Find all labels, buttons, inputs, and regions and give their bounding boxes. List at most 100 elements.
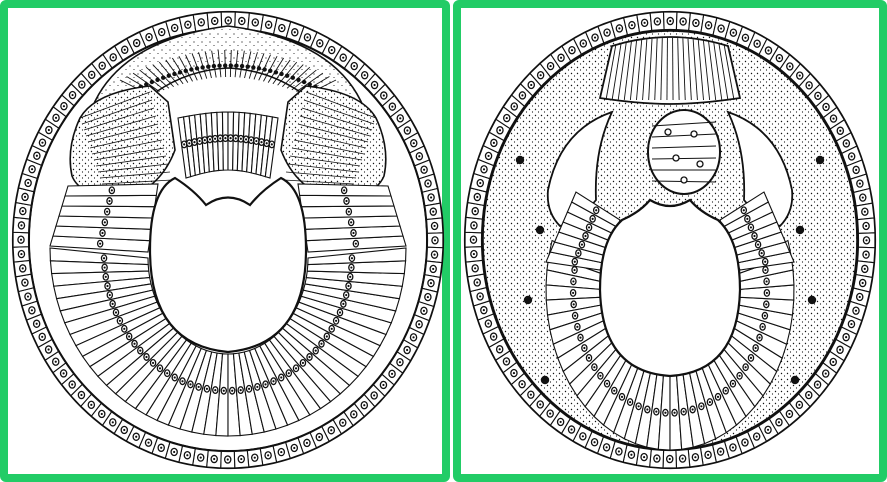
left-ectoderm-nucleolus xyxy=(433,254,435,256)
right-mesoderm-nucleus xyxy=(524,296,532,304)
right-ectoderm-nucleolus xyxy=(720,451,722,453)
left-top-arch-nucleus xyxy=(268,69,272,73)
left-ectoderm-nucleolus xyxy=(373,394,375,396)
left-gut-nucleolus xyxy=(166,372,168,374)
left-gut-nucleolus xyxy=(145,356,147,358)
left-gut-nucleolus xyxy=(123,328,125,330)
left-gut-nucleolus xyxy=(335,320,337,322)
left-gut-nucleolus xyxy=(106,285,108,287)
left-central-plate-nucleolus xyxy=(260,141,262,143)
right-gut-lumen xyxy=(600,200,740,376)
right-gut-nucleolus xyxy=(750,357,752,359)
left-top-arch-nucleus xyxy=(178,70,182,74)
left-ectoderm-nucleolus xyxy=(330,429,332,431)
left-top-arch-nucleus xyxy=(167,74,171,78)
right-notochord-nucleus xyxy=(697,161,703,167)
right-gut-upper-right-nucleolus xyxy=(750,226,752,228)
right-ectoderm-nucleolus xyxy=(855,169,857,171)
right-gut-nucleolus xyxy=(732,383,734,385)
right-gut-upper-right-nucleolus xyxy=(746,218,748,220)
left-top-arch-nucleus xyxy=(296,78,300,82)
right-ectoderm-nucleolus xyxy=(593,441,595,443)
right-notochord-nucleus xyxy=(691,131,697,137)
right-ectoderm-nucleolus xyxy=(808,84,810,86)
left-ectoderm-nucleolus xyxy=(20,224,22,226)
left-top-arch-nucleus xyxy=(285,74,289,78)
right-ectoderm-nucleolus xyxy=(825,106,827,108)
right-gut-nucleolus xyxy=(646,408,648,410)
left-panel xyxy=(4,4,446,478)
left-gut-upper-right-nucleolus xyxy=(350,221,352,223)
left-gut-nucleolus xyxy=(214,389,216,391)
left-ectoderm-nucleolus xyxy=(399,117,401,119)
left-central-plate-nucleolus xyxy=(193,141,195,143)
right-ectoderm-nucleolus xyxy=(476,281,478,283)
right-ectoderm-nucleolus xyxy=(530,394,532,396)
left-ectoderm-nucleolus xyxy=(55,117,57,119)
left-gut-nucleolus xyxy=(139,349,141,351)
right-ectoderm-nucleolus xyxy=(708,24,710,26)
right-ectoderm-nucleolus xyxy=(862,282,864,284)
right-ectoderm-nucleolus xyxy=(865,254,867,256)
left-ectoderm-nucleolus xyxy=(36,323,38,325)
right-ectoderm-nucleolus xyxy=(505,360,507,362)
left-gut-nucleolus xyxy=(103,257,105,259)
left-ectoderm-nucleolus xyxy=(48,129,50,131)
right-ectoderm-nucleolus xyxy=(487,155,489,157)
left-ectoderm-nucleolus xyxy=(240,458,242,460)
right-ectoderm-nucleolus xyxy=(473,253,475,255)
left-ectoderm-nucleolus xyxy=(318,436,320,438)
left-ectoderm-nucleolus xyxy=(124,49,126,51)
right-notochord-nucleus xyxy=(673,155,679,161)
right-ectoderm-nucleolus xyxy=(825,372,827,374)
left-ectoderm-nucleolus xyxy=(254,457,256,459)
right-ectoderm-nucleolus xyxy=(499,129,501,131)
right-ectoderm-nucleolus xyxy=(521,383,523,385)
left-ectoderm-nucleolus xyxy=(241,20,243,22)
right-gut-nucleolus xyxy=(764,315,766,317)
right-neural-tube xyxy=(600,37,740,104)
left-top-arch-nucleus xyxy=(246,64,250,68)
left-ectoderm-nucleolus xyxy=(391,373,393,375)
left-gut-upper-left-nucleolus xyxy=(101,232,103,234)
left-ectoderm-nucleolus xyxy=(406,129,408,131)
left-top-arch-nucleus xyxy=(279,72,283,76)
right-ectoderm-nucleolus xyxy=(767,49,769,51)
left-central-plate-nucleolus xyxy=(271,143,273,145)
right-ectoderm-nucleolus xyxy=(756,435,758,437)
right-ectoderm-nucleolus xyxy=(493,336,495,338)
left-ectoderm-nucleolus xyxy=(27,295,29,297)
left-ectoderm-nucleolus xyxy=(373,84,375,86)
left-gut-nucleolus xyxy=(295,367,297,369)
left-gut-nucleolus xyxy=(206,388,208,390)
right-ectoderm-nucleolus xyxy=(560,421,562,423)
left-top-arch-nucleus xyxy=(212,64,216,68)
right-ectoderm-nucleolus xyxy=(744,441,746,443)
right-ectoderm-nucleolus xyxy=(756,43,758,45)
right-gut-nucleolus xyxy=(766,292,768,294)
left-ectoderm-nucleolus xyxy=(293,447,295,449)
right-gut-upper-left-nucleolus xyxy=(584,235,586,237)
left-central-plate-nucleolus xyxy=(209,138,211,140)
right-gut-nucleolus xyxy=(593,366,595,368)
right-ectoderm-nucleolus xyxy=(570,428,572,430)
left-ectoderm-nucleolus xyxy=(353,65,355,67)
right-gut-nucleolus xyxy=(709,401,711,403)
right-ectoderm-nucleolus xyxy=(513,372,515,374)
left-gut-nucleolus xyxy=(349,276,351,278)
left-ectoderm-nucleolus xyxy=(433,225,435,227)
left-ectoderm-nucleolus xyxy=(81,84,83,86)
left-gut-upper-left-nucleolus xyxy=(99,243,101,245)
left-gut-nucleolus xyxy=(231,390,233,392)
left-gut-nucleolus xyxy=(272,380,274,382)
left-central-plate-nucleolus xyxy=(219,137,221,139)
left-ectoderm-nucleolus xyxy=(430,282,432,284)
right-ectoderm-nucleolus xyxy=(732,32,734,34)
right-ectoderm-nucleolus xyxy=(474,267,476,269)
right-ectoderm-nucleolus xyxy=(799,74,801,76)
left-ectoderm-nucleolus xyxy=(101,65,103,67)
right-ectoderm-nucleolus xyxy=(493,142,495,144)
left-central-plate-nucleolus xyxy=(229,137,231,139)
left-gut-nucleolus xyxy=(264,383,266,385)
